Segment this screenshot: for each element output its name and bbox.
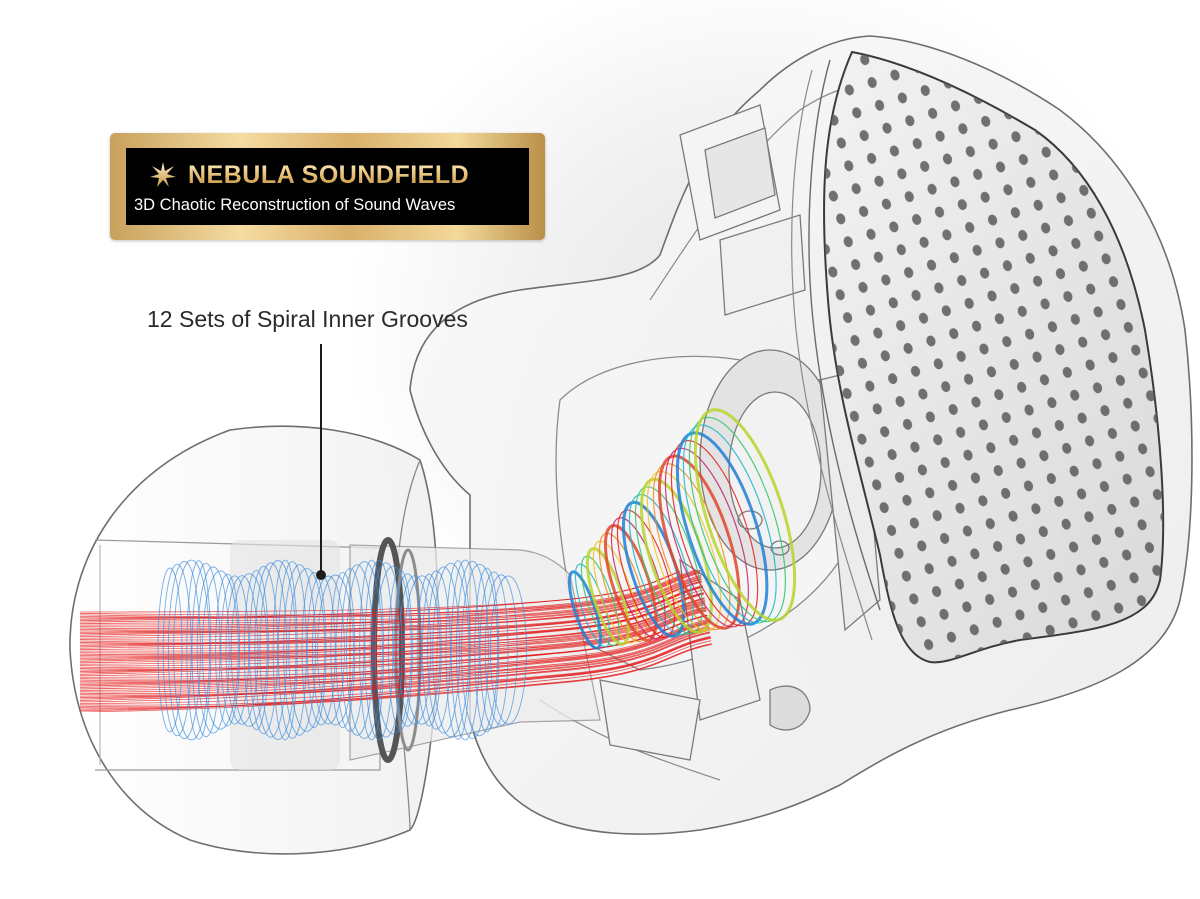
- badge-title: NEBULA SOUNDFIELD: [188, 160, 470, 189]
- groove-ring: [369, 562, 403, 738]
- groove-ring: [403, 575, 441, 725]
- vortex-ring: [675, 431, 769, 626]
- groove-ring: [461, 563, 499, 737]
- vortex-ring: [567, 570, 603, 650]
- groove-ring: [259, 560, 297, 740]
- groove-ring: [421, 570, 451, 730]
- groove-ring: [432, 562, 470, 738]
- groove-ring: [277, 561, 307, 739]
- vortex-ring: [592, 540, 639, 644]
- vortex-ring: [693, 408, 797, 622]
- callout-pointer-dot: [316, 570, 326, 580]
- groove-ring: [173, 559, 211, 741]
- groove-ring: [201, 570, 239, 730]
- groove-ring: [162, 563, 192, 737]
- airflow-line: [80, 641, 720, 712]
- starburst-icon: [150, 162, 176, 187]
- groove-ring: [445, 560, 471, 740]
- airflow-line: [80, 594, 720, 658]
- groove-ring: [317, 574, 355, 726]
- airflow-line: [80, 596, 720, 665]
- badge-panel: NEBULA SOUNDFIELD 3D Chaotic Reconstruct…: [126, 148, 529, 225]
- vortex-ring: [646, 470, 722, 632]
- vortex-ring: [603, 524, 658, 642]
- groove-ring: [215, 573, 241, 727]
- badge-title-row: NEBULA SOUNDFIELD: [148, 160, 469, 190]
- vortex-ring: [580, 555, 620, 647]
- groove-ring: [374, 565, 412, 735]
- groove-ring: [484, 574, 518, 726]
- groove-ring: [489, 575, 527, 725]
- groove-ring: [191, 562, 221, 738]
- airflow-line: [80, 630, 720, 696]
- vortex-ring: [657, 454, 741, 630]
- groove-ring: [243, 569, 269, 731]
- airflow-line: [80, 623, 720, 695]
- groove-ring: [427, 566, 461, 734]
- groove-ring: [283, 564, 317, 736]
- groove-ring: [301, 571, 327, 729]
- groove-ring: [455, 560, 489, 740]
- groove-ring: [157, 567, 183, 733]
- title-badge: NEBULA SOUNDFIELD 3D Chaotic Reconstruct…: [110, 133, 545, 240]
- airflow-line: [80, 570, 720, 629]
- airflow-line: [80, 627, 720, 701]
- groove-ring: [345, 561, 383, 739]
- spiral-inner-grooves: [157, 559, 527, 741]
- airflow-line: [80, 574, 720, 638]
- badge-subtitle: 3D Chaotic Reconstruction of Sound Waves: [134, 196, 456, 214]
- airflow-line: [80, 606, 720, 669]
- groove-ring: [364, 560, 394, 740]
- groove-ring: [311, 575, 345, 725]
- airflow-line: [80, 603, 720, 662]
- airflow-line: [80, 629, 720, 703]
- groove-ring: [479, 571, 509, 729]
- groove-ring: [335, 568, 365, 732]
- airflow-line: [80, 604, 720, 674]
- callout-label: 12 Sets of Spiral Inner Grooves: [147, 306, 468, 332]
- groove-ring: [167, 560, 201, 740]
- groove-ring: [340, 564, 374, 736]
- airflow-line: [80, 572, 720, 626]
- vortex-ring: [574, 563, 611, 648]
- groove-ring: [220, 575, 250, 725]
- groove-ring: [254, 562, 288, 738]
- groove-ring: [387, 569, 413, 731]
- groove-ring: [398, 575, 432, 725]
- groove-ring: [272, 559, 298, 741]
- groove-ring: [359, 559, 385, 741]
- callout-leader-line: [320, 344, 322, 572]
- airflow-line: [80, 576, 720, 639]
- airflow-line: [80, 582, 720, 648]
- airflow-line: [80, 599, 720, 664]
- groove-ring: [450, 559, 480, 741]
- spiral-vortex-rings: [567, 408, 797, 650]
- groove-ring: [393, 573, 423, 727]
- airflow-line: [80, 582, 720, 646]
- groove-ring: [186, 560, 212, 740]
- airflow-line: [80, 570, 720, 628]
- groove-ring: [249, 565, 279, 735]
- airflow-line: [80, 577, 720, 632]
- groove-ring: [416, 573, 442, 727]
- groove-ring: [474, 567, 500, 733]
- groove-ring: [196, 566, 230, 734]
- vortex-ring: [585, 547, 630, 646]
- groove-ring: [225, 575, 259, 725]
- vortex-ring: [664, 447, 749, 628]
- airflow-line: [80, 606, 720, 675]
- groove-ring: [288, 568, 326, 732]
- groove-ring: [330, 571, 356, 729]
- groove-ring: [230, 573, 268, 727]
